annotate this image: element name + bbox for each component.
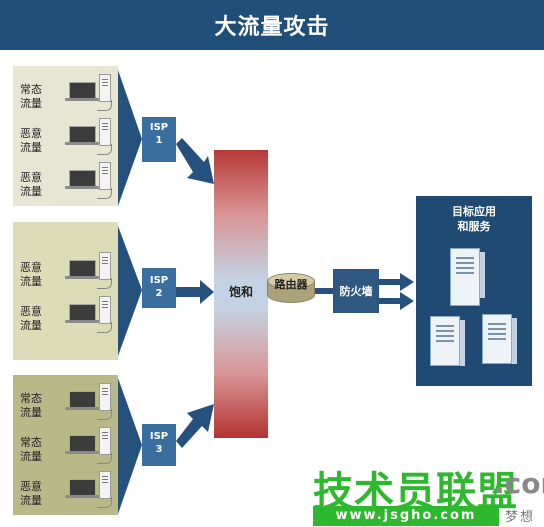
pc-tower-icon: [99, 296, 111, 324]
pc-tower-icon: [99, 383, 111, 411]
funnel-arrow-3: [118, 378, 142, 514]
isp-name: ISP: [149, 275, 169, 286]
isp-number: 3: [155, 444, 163, 455]
laptop-icon: [65, 304, 99, 323]
laptop-icon: [65, 82, 99, 101]
traffic-group-1: 常态流量 恶意流量 恶意流量: [13, 66, 118, 206]
isp-box-2: ISP 2: [142, 268, 176, 308]
firewall-to-target-arrow-2: [379, 292, 414, 310]
funnel-arrow-2: [118, 226, 142, 356]
traffic-label: 恶意流量: [20, 127, 42, 154]
watermark-dream: 梦想: [505, 510, 536, 525]
router-icon: 路由器: [267, 273, 315, 309]
isp-number: 1: [155, 135, 163, 146]
pipe-label: 饱和: [228, 285, 253, 299]
traffic-row: 恶意流量: [13, 252, 118, 296]
laptop-icon: [65, 391, 99, 410]
funnel-arrow-1: [118, 70, 142, 206]
laptop-icon: [65, 260, 99, 279]
isp-box-1: ISP 1: [142, 117, 176, 162]
diagram-title: 大流量攻击: [214, 15, 330, 40]
traffic-label: 常态流量: [20, 83, 42, 110]
traffic-label: 常态流量: [20, 392, 42, 419]
isp-number: 2: [155, 288, 163, 299]
firewall-label: 防火墙: [339, 285, 373, 298]
traffic-label: 恶意流量: [20, 305, 42, 332]
laptop-icon: [65, 435, 99, 454]
traffic-row: 常态流量: [13, 74, 118, 118]
traffic-row: 恶意流量: [13, 296, 118, 340]
isp2-to-pipe-arrow: [176, 280, 214, 304]
laptop-icon: [65, 126, 99, 145]
target-title-line-2: 和服务: [457, 220, 491, 233]
pc-tower-icon: [99, 74, 111, 102]
saturated-pipe: 饱和: [214, 150, 268, 438]
pc-tower-icon: [99, 471, 111, 499]
traffic-label: 恶意流量: [20, 261, 42, 288]
router-label: 路由器: [274, 278, 308, 291]
watermark-url: www.jsgho.com: [313, 506, 499, 526]
watermark-com: .com: [494, 467, 544, 500]
server-icon: [430, 316, 465, 366]
traffic-group-3: 常态流量 常态流量 恶意流量: [13, 375, 118, 515]
laptop-icon: [65, 479, 99, 498]
firewall-box: 防火墙: [333, 269, 379, 313]
router-firewall-link: [315, 288, 333, 294]
server-icon: [482, 314, 517, 364]
traffic-label: 恶意流量: [20, 480, 42, 507]
server-icon: [450, 248, 485, 306]
watermark-logo: 技术员联盟 .com www.jsgho.com 梦想: [313, 459, 544, 527]
target-title: 目标应用 和服务: [416, 204, 532, 234]
isp-box-3: ISP 3: [142, 424, 176, 466]
pc-tower-icon: [99, 162, 111, 190]
pc-tower-icon: [99, 252, 111, 280]
traffic-row: 恶意流量: [13, 471, 118, 515]
firewall-to-target-arrow-1: [379, 273, 414, 291]
laptop-icon: [65, 170, 99, 189]
traffic-row: 恶意流量: [13, 162, 118, 206]
isp1-to-pipe-arrow: [176, 138, 214, 184]
traffic-label: 常态流量: [20, 436, 42, 463]
isp-name: ISP: [149, 431, 169, 442]
traffic-row: 常态流量: [13, 427, 118, 471]
pc-tower-icon: [99, 427, 111, 455]
traffic-row: 恶意流量: [13, 118, 118, 162]
traffic-label: 恶意流量: [20, 171, 42, 198]
pc-tower-icon: [99, 118, 111, 146]
traffic-row: 常态流量: [13, 383, 118, 427]
isp-name: ISP: [149, 122, 169, 133]
target-title-line-1: 目标应用: [452, 205, 496, 218]
traffic-group-2: 恶意流量 恶意流量: [13, 222, 118, 360]
target-services-box: 目标应用 和服务: [416, 196, 532, 386]
isp3-to-pipe-arrow: [176, 404, 214, 448]
diagram-header: 大流量攻击: [0, 0, 544, 50]
